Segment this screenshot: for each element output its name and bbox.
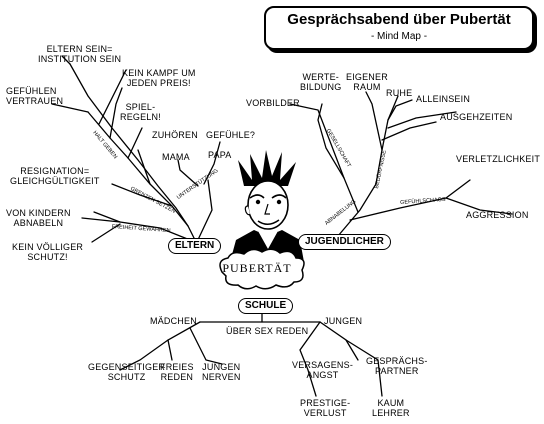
label-versagensangst: VERSAGENS- ANGST <box>292 360 354 380</box>
label-verletzlichkeit: VERLETZLICHKEIT <box>456 154 541 164</box>
label-zuhoeren: ZUHÖREN <box>152 130 198 140</box>
label-ausgehzeiten: AUSGEHZEITEN <box>440 112 513 122</box>
freiheit-branch <box>81 217 201 245</box>
label-jungen-nerven: JUNGEN NERVEN <box>202 362 241 382</box>
label-abnabeln: VON KINDERN ABNABELN <box>6 208 71 228</box>
page-title: Gesprächsabend über Pubertät <box>287 11 511 28</box>
page-subtitle: - Mind Map - <box>370 31 428 42</box>
eltern-mid-branch <box>195 179 213 245</box>
label-gespraechspartner: GESPRÄCHS- PARTNER <box>366 356 428 376</box>
label-mama: MAMA <box>162 152 190 162</box>
label-prestigeverlust: PRESTIGE- VERLUST <box>300 398 351 418</box>
label-resignation: RESIGNATION= GLEICHGÜLTIGKEIT <box>10 166 100 186</box>
resignation-branch <box>111 183 173 207</box>
teenager-figure-icon <box>219 150 305 290</box>
label-maedchen: MÄDCHEN <box>150 316 197 326</box>
label-wertebildung: WERTE- BILDUNG <box>300 72 342 92</box>
node-jugendlicher: JUGENDLICHER <box>298 234 391 250</box>
label-gegenseitiger-schutz: GEGENSEITIGER SCHUTZ <box>88 362 166 382</box>
label-eigener-raum: EIGENER RAUM <box>346 72 388 92</box>
label-gefuehlen-vertrauen: GEFÜHLEN VERTRAUEN <box>6 86 64 106</box>
label-ruhe: RUHE <box>386 88 413 98</box>
label-vorbilder: VORBILDER <box>246 98 300 108</box>
label-aggression: AGGRESSION <box>466 210 529 220</box>
node-schule: SCHULE <box>238 298 294 314</box>
node-eltern: ELTERN <box>168 238 222 254</box>
label-spielregeln: SPIEL- REGELN! <box>120 102 161 122</box>
title-box: Gesprächsabend über Pubertät - Mind Map … <box>264 6 534 50</box>
label-freies-reden: FREIES REDEN <box>160 362 194 382</box>
label-papa: PAPA <box>208 150 232 160</box>
label-kein-kampf: KEIN KAMPF UM JEDEN PREIS! <box>122 68 196 88</box>
label-gefuehle: GEFÜHLE? <box>206 130 256 140</box>
eltern-upper-branch <box>69 63 189 227</box>
edge-ueber-sex-reden: ÜBER SEX REDEN <box>226 326 309 336</box>
label-kaum-lehrer: KAUM LEHRER <box>372 398 410 418</box>
label-kein-schutz: KEIN VÖLLIGER SCHUTZ! <box>12 242 84 262</box>
label-eltern-sein: ELTERN SEIN= INSTITUTION SEIN <box>38 44 122 64</box>
label-jungen: JUNGEN <box>324 316 363 326</box>
center-label: PUBERTÄT <box>222 261 292 275</box>
label-alleinsein: ALLEINSEIN <box>416 94 471 104</box>
